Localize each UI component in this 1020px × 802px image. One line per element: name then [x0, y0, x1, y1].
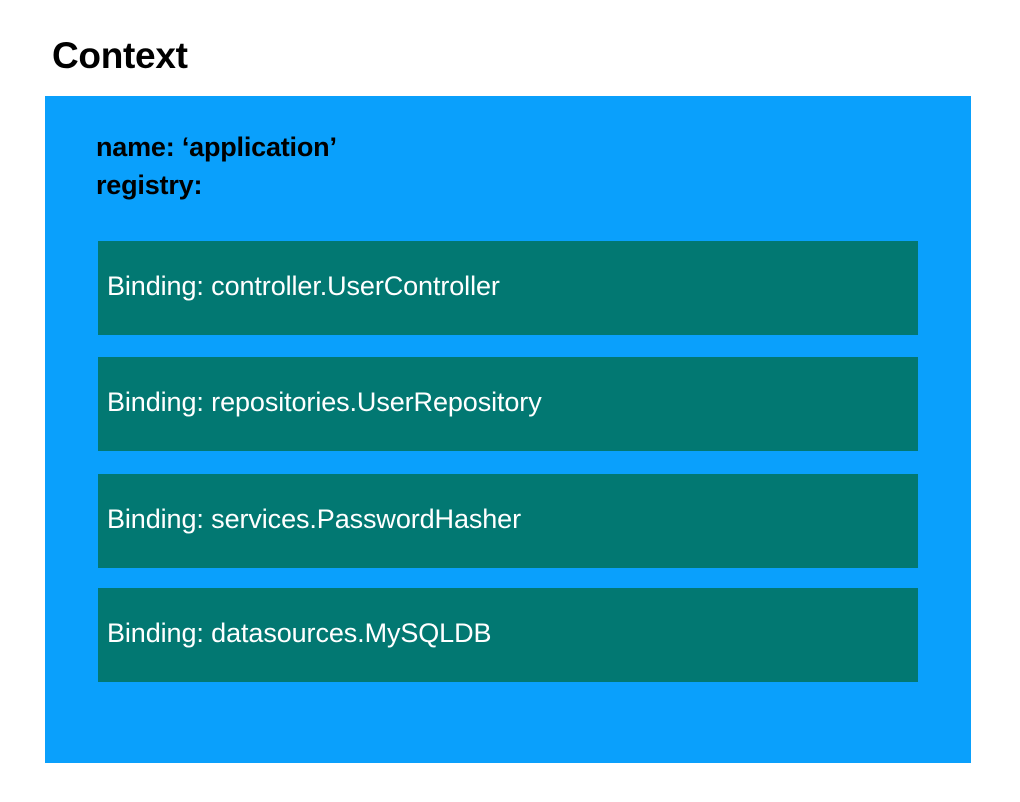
binding-label: Binding: services.PasswordHasher	[107, 503, 521, 534]
diagram-title: Context	[52, 35, 188, 76]
context-meta: name: ‘application’ registry:	[96, 128, 337, 204]
context-box: name: ‘application’ registry: Binding: c…	[45, 96, 971, 763]
context-registry-label: registry:	[96, 170, 203, 200]
binding-label: Binding: repositories.UserRepository	[107, 386, 542, 417]
binding-box-mysql-db: Binding: datasources.MySQLDB	[98, 588, 918, 682]
binding-label: Binding: controller.UserController	[107, 270, 500, 301]
binding-label: Binding: datasources.MySQLDB	[107, 617, 492, 648]
context-name: name: ‘application’	[96, 132, 337, 162]
binding-box-user-repository: Binding: repositories.UserRepository	[98, 357, 918, 451]
binding-box-password-hasher: Binding: services.PasswordHasher	[98, 474, 918, 568]
binding-box-user-controller: Binding: controller.UserController	[98, 241, 918, 335]
